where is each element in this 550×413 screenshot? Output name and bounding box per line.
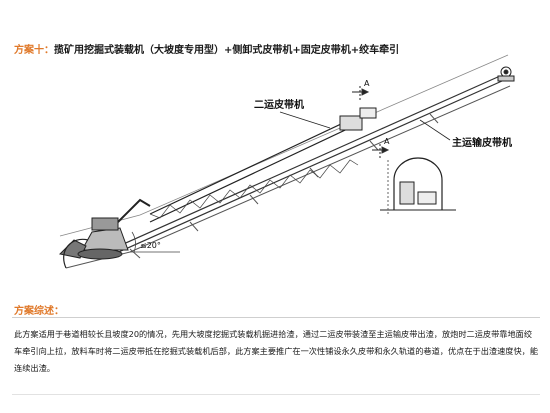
- label-angle: ≤20°: [140, 241, 161, 250]
- label-section-a-top: A: [364, 79, 370, 88]
- section-heading: 方案综述：: [14, 306, 64, 317]
- excavator-loader: [58, 198, 151, 269]
- equipment-diagram: 二运皮带机 主运输皮带机 ≤20° A A: [58, 54, 515, 269]
- scheme-title-text: 揽矿用挖掘式装载机（大坡度专用型）+侧卸式皮带机+固定皮带机+绞车牵引: [54, 45, 400, 56]
- section-divider: [12, 317, 540, 318]
- label-main-belt: 主运输皮带机: [452, 136, 512, 149]
- tunnel-roof-line: [59, 54, 509, 237]
- cross-section-inset: [380, 157, 456, 214]
- winch: [497, 66, 515, 82]
- label-secondary-belt: 二运皮带机: [254, 98, 304, 111]
- label-section-a-bottom: A: [384, 137, 390, 146]
- scheme-title: 方案十：揽矿用挖掘式装载机（大坡度专用型）+侧卸式皮带机+固定皮带机+绞车牵引: [14, 44, 399, 58]
- section-marker-a-top: [352, 86, 370, 100]
- main-belt-conveyor: [109, 75, 503, 259]
- leader-main-belt: [419, 119, 451, 141]
- section-marker-a-bottom: [372, 144, 390, 158]
- secondary-belt-conveyor: [149, 107, 377, 223]
- bottom-divider: [12, 394, 540, 395]
- leader-secondary-belt: [279, 111, 331, 129]
- scheme-description: 此方案适用于巷道相较长且坡度20的情况，先用大坡度挖掘式装载机掘进拾渣，通过二运…: [14, 329, 539, 373]
- scheme-title-lead: 方案十：: [14, 45, 54, 56]
- angle-arc: [131, 231, 136, 253]
